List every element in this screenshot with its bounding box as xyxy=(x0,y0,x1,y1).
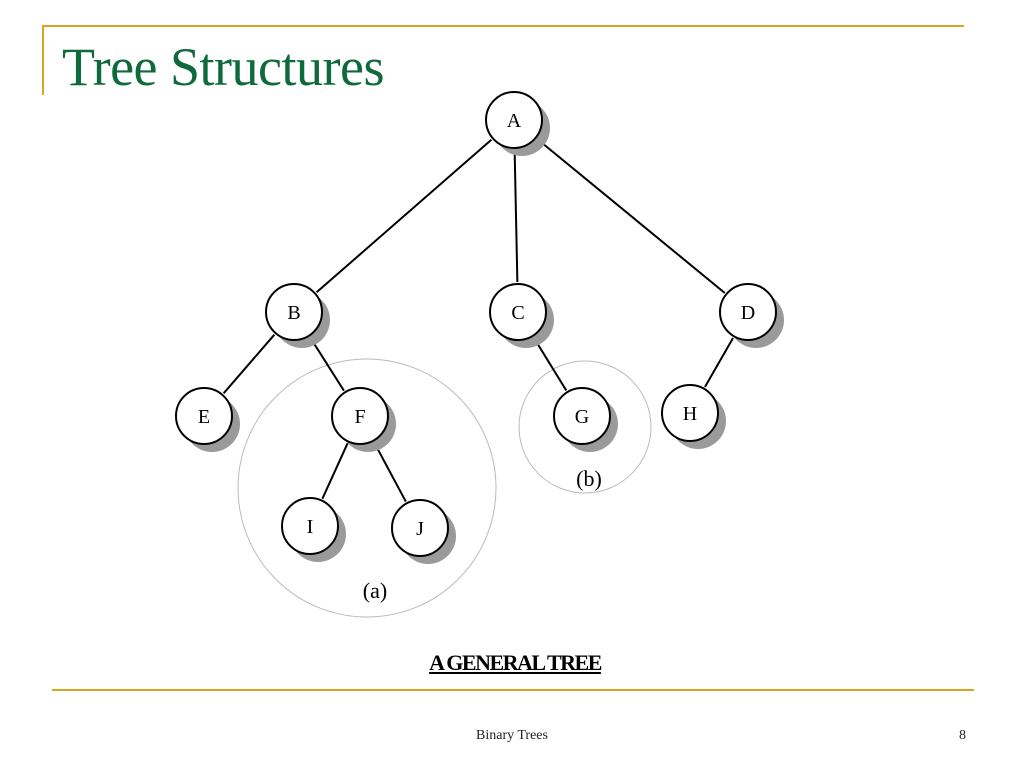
node-b-label: B xyxy=(287,302,300,324)
node-e-label: E xyxy=(198,406,210,428)
node-a-circle xyxy=(485,91,543,149)
subtree-group-a-label: (a) xyxy=(363,578,387,603)
node-a-label: A xyxy=(507,110,522,132)
page-number: 8 xyxy=(959,728,966,743)
diagram-caption: A GENERAL TREE xyxy=(429,650,602,675)
tree-node-g: G xyxy=(553,387,618,452)
footer-title: Binary Trees xyxy=(476,728,548,743)
tree-node-f: F xyxy=(331,387,396,452)
edge-f-i xyxy=(321,442,349,500)
title-rule-left xyxy=(42,25,44,95)
tree-node-i: I xyxy=(281,497,346,562)
node-e-circle xyxy=(175,387,233,445)
edges-layer xyxy=(222,138,734,503)
node-d-label: D xyxy=(741,302,755,324)
footer-rule xyxy=(52,689,974,691)
subtree-group-b-outline xyxy=(518,360,652,494)
title-rule-top xyxy=(42,25,964,27)
tree-node-e: E xyxy=(175,387,240,452)
edge-a-d xyxy=(536,138,726,294)
node-c-label: C xyxy=(511,302,524,324)
tree-node-b: B xyxy=(265,283,330,348)
tree-node-c: C xyxy=(489,283,554,348)
node-h-label: H xyxy=(683,403,697,425)
node-d-circle xyxy=(719,283,777,341)
edge-b-e xyxy=(222,334,276,394)
edge-f-j xyxy=(373,441,407,503)
node-i-label: I xyxy=(307,516,314,538)
node-b-circle xyxy=(265,283,323,341)
node-c-circle xyxy=(489,283,547,341)
edge-c-g xyxy=(532,337,568,391)
subtree-groups-layer: (a) (b) xyxy=(237,358,652,618)
node-j-label: J xyxy=(416,518,424,540)
node-h-circle xyxy=(661,384,719,442)
tree-node-d: D xyxy=(719,283,784,348)
node-f-label: F xyxy=(354,406,365,428)
edge-a-c xyxy=(513,149,519,283)
nodes-layer: A B C D E F G H I J xyxy=(175,91,784,564)
node-g-label: G xyxy=(575,406,589,428)
node-g-circle xyxy=(553,387,611,445)
subtree-group-a-outline xyxy=(237,358,497,618)
tree-node-h: H xyxy=(661,384,726,449)
edge-d-h xyxy=(704,337,734,388)
tree-node-a: A xyxy=(485,91,550,156)
tree-node-j: J xyxy=(391,499,456,564)
node-j-circle xyxy=(391,499,449,557)
slide-title: Tree Structures xyxy=(62,37,384,97)
edge-a-b xyxy=(315,138,493,294)
node-i-circle xyxy=(281,497,339,555)
node-f-circle xyxy=(331,387,389,445)
edge-b-f xyxy=(309,336,345,392)
subtree-group-b-label: (b) xyxy=(576,466,602,491)
